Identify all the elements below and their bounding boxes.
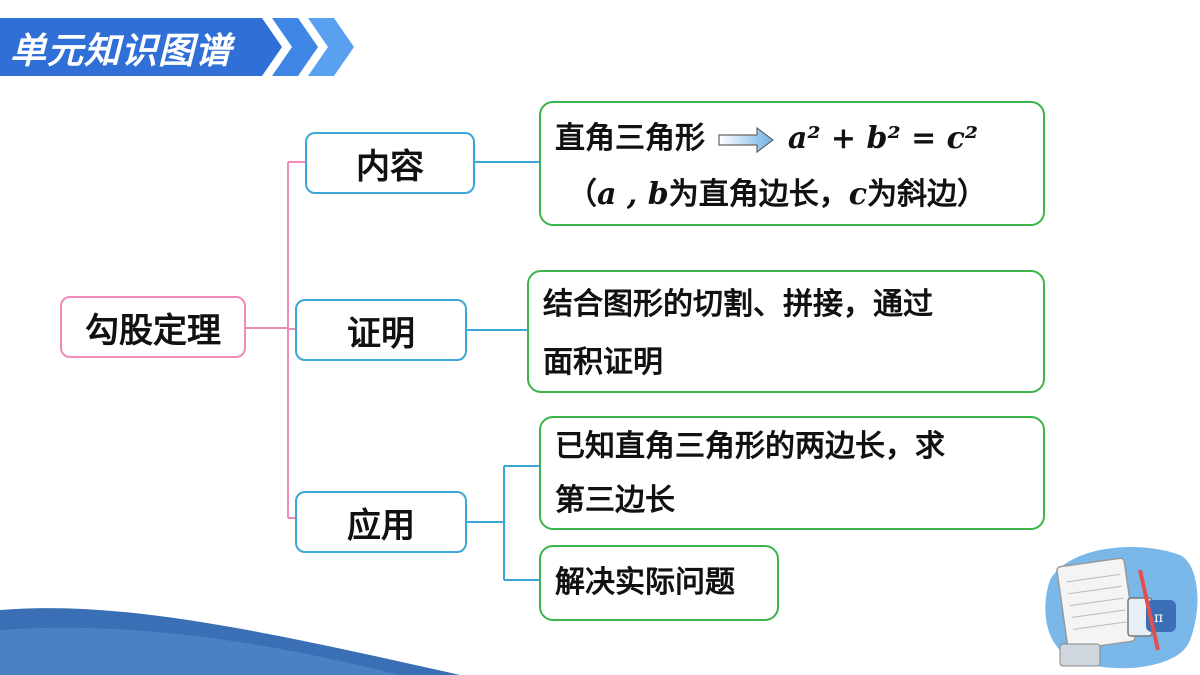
- branch-node-content: 内容: [305, 132, 475, 194]
- paren-open: （: [567, 177, 597, 212]
- svg-text:π: π: [1154, 610, 1163, 626]
- content-line-1: 直角三角形 a² + b² = c²: [555, 111, 1029, 167]
- leaf-application-1: 已知直角三角形的两边长，求 第三边长: [539, 416, 1045, 530]
- app1-line-2: 第三边长: [555, 483, 675, 518]
- content-text-end: 为斜边）: [867, 177, 988, 212]
- branch-label-proof: 证明: [347, 313, 415, 354]
- arrow-right-icon: [718, 126, 775, 153]
- banner-shape: [0, 18, 354, 76]
- proof-line-1: 结合图形的切割、拼接，通过: [543, 287, 933, 322]
- root-label: 勾股定理: [85, 310, 221, 351]
- app2-text: 解决实际问题: [555, 565, 735, 600]
- content-line-2: （a , b为直角边长，c为斜边）: [567, 167, 1029, 223]
- math-notebook-decoration: π: [1045, 547, 1198, 669]
- header-banner: [0, 18, 360, 76]
- var-c: c: [848, 177, 868, 212]
- leaf-application-2: 解决实际问题: [539, 545, 779, 621]
- branch-label-content: 内容: [356, 146, 424, 187]
- wave-decoration: [0, 608, 460, 675]
- proof-line-2: 面积证明: [543, 345, 663, 380]
- leaf-proof: 结合图形的切割、拼接，通过 面积证明: [527, 270, 1045, 393]
- var-a: a: [597, 177, 617, 212]
- var-b: b: [647, 177, 669, 212]
- comma: ,: [616, 177, 648, 212]
- content-text-mid: 为直角边长，: [668, 177, 849, 212]
- branch-node-application: 应用: [295, 491, 467, 553]
- root-node: 勾股定理: [60, 296, 246, 358]
- content-text: 直角三角形: [555, 121, 705, 156]
- app1-line-1: 已知直角三角形的两边长，求: [555, 429, 945, 464]
- branch-label-application: 应用: [347, 505, 415, 546]
- branch-node-proof: 证明: [295, 299, 467, 361]
- page-title: 单元知识图谱: [10, 31, 233, 72]
- leaf-content: 直角三角形 a² + b² = c² （a , b为直角边长，c为斜边）: [539, 101, 1045, 226]
- pythagorean-formula: a² + b² = c²: [787, 121, 979, 156]
